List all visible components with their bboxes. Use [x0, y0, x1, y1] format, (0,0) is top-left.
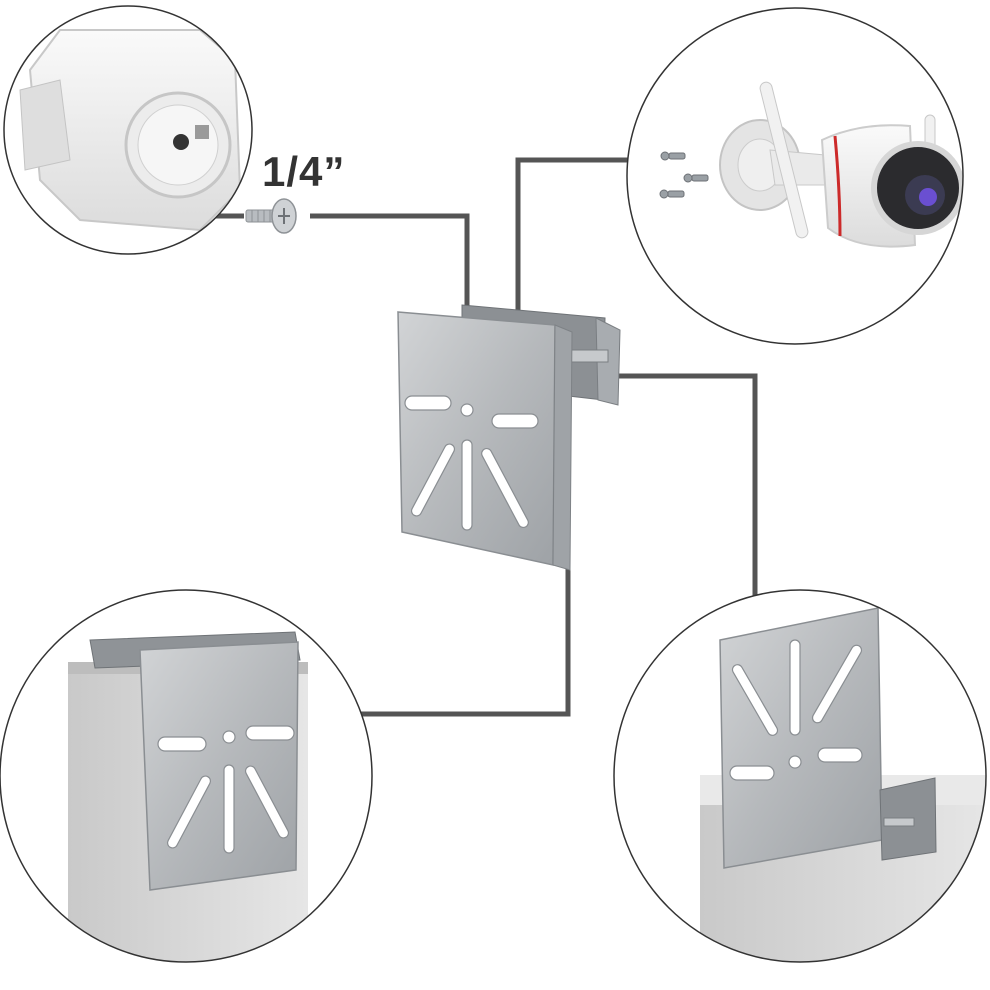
mounting-bracket	[397, 304, 621, 571]
screw-icon	[245, 198, 297, 234]
screw-size-label: 1/4”	[262, 148, 346, 195]
bracket-on-wall-rear	[613, 589, 987, 963]
bullet-camera-with-screws	[626, 7, 964, 345]
camera-base-closeup	[3, 5, 253, 255]
small-screws-icon	[659, 151, 709, 199]
connector-rear-clamp	[606, 373, 758, 620]
bracket-on-wall-front	[0, 589, 373, 963]
